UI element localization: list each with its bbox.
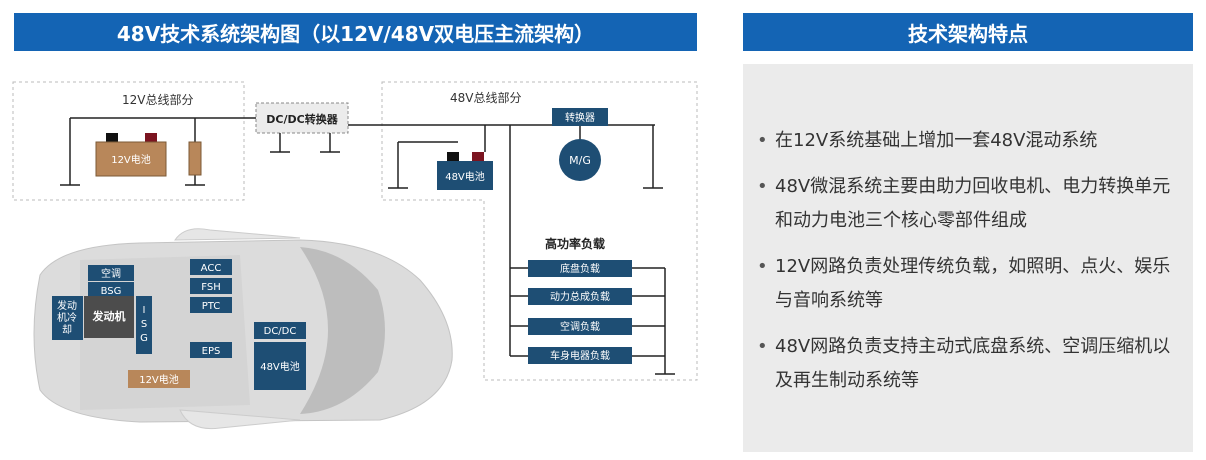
section-48v-box [381,81,698,381]
battery-12v-terminal-pos [145,133,157,142]
car-engine-cooling-label-2: 机冷 [57,311,77,324]
car-ac-label: 空调 [101,267,121,280]
features-title: 技术架构特点 [908,21,1028,46]
car-12v-battery-box [128,370,190,388]
car-12v-battery-label: 12V电池 [139,373,179,386]
load-ac [528,318,632,335]
car-bsg-label: BSG [101,286,122,297]
load-powertrain-label: 动力总成负载 [550,290,610,303]
car-isg-label-2: S [141,319,147,330]
load-ac-label: 空调负载 [560,320,600,333]
battery-48v [437,161,493,190]
car-fsh-label: FSH [201,282,220,293]
battery-48v-terminal-neg [447,152,459,161]
diagram-title: 48V技术系统架构图（以12V/48V双电压主流架构） [116,21,595,46]
battery-12v-label: 12V电池 [111,153,151,166]
features-panel: 在12V系统基础上增加一套48V混动系统 48V微混系统主要由助力回收电机、电力… [743,64,1193,452]
car-acc-box [190,259,232,275]
converter-box [552,108,608,126]
car-eps-label: EPS [202,346,221,357]
features-list: 在12V系统基础上增加一套48V混动系统 48V微混系统主要由助力回收电机、电力… [743,64,1193,398]
section-12v-box [12,81,245,201]
car-ptc-label: PTC [202,301,221,312]
battery-12v [95,141,167,177]
wiring [60,117,675,375]
car-fsh-box [190,278,232,294]
section-48v-label: 48V总线部分 [450,90,521,105]
resistor [188,141,202,176]
converter-label: 转换器 [565,111,595,124]
car-bsg-box [88,282,134,298]
car-acc-label: ACC [201,263,222,274]
car-isg-label-3: G [140,333,148,344]
battery-48v-terminal-pos [472,152,484,161]
car-ptc-box [190,297,232,313]
load-body-electrics-label: 车身电器负载 [550,349,610,362]
car-ac-box [88,265,134,281]
car-engine-label: 发动机 [92,309,126,323]
car-engine-cooling-label-1: 发动 [57,299,77,312]
motor-generator [559,139,601,181]
feature-item: 在12V系统基础上增加一套48V混动系统 [757,124,1173,158]
architecture-diagram: 12V总线部分 48V总线部分 DC/DC转换器 [12,81,698,430]
load-chassis [528,260,632,277]
diagram-title-banner: 48V技术系统架构图（以12V/48V双电压主流架构） [14,13,697,51]
car-48v-battery-box [254,342,306,390]
load-powertrain [528,288,632,305]
car-engine-cooling-box [52,296,83,340]
battery-48v-label: 48V电池 [445,170,485,183]
section-12v-label: 12V总线部分 [122,92,193,107]
feature-item: 12V网路负责处理传统负载，如照明、点火、娱乐与音响系统等 [757,250,1173,318]
car-48v-battery-label: 48V电池 [260,360,300,373]
motor-generator-label: M/G [569,154,591,167]
car-isg-box [136,296,152,354]
car-eps-box [190,342,232,358]
car-dcdc-label: DC/DC [264,326,297,337]
dcdc-converter-label: DC/DC转换器 [266,112,338,126]
feature-item: 48V微混系统主要由助力回收电机、电力转换单元和动力电池三个核心零部件组成 [757,170,1173,238]
battery-12v-terminal-neg [106,133,118,142]
features-title-banner: 技术架构特点 [743,13,1193,51]
high-power-loads-label: 高功率负载 [545,236,605,251]
car-dcdc-box [254,322,306,339]
car-engine-box [84,296,134,338]
load-chassis-label: 底盘负载 [560,262,600,275]
car-isg-label-1: I [143,305,146,316]
dcdc-converter-box [255,102,349,134]
car-engine-cooling-label-3: 却 [62,324,72,336]
load-body-electrics [528,347,632,364]
feature-item: 48V网路负责支持主动式底盘系统、空调压缩机以及再生制动系统等 [757,330,1173,398]
